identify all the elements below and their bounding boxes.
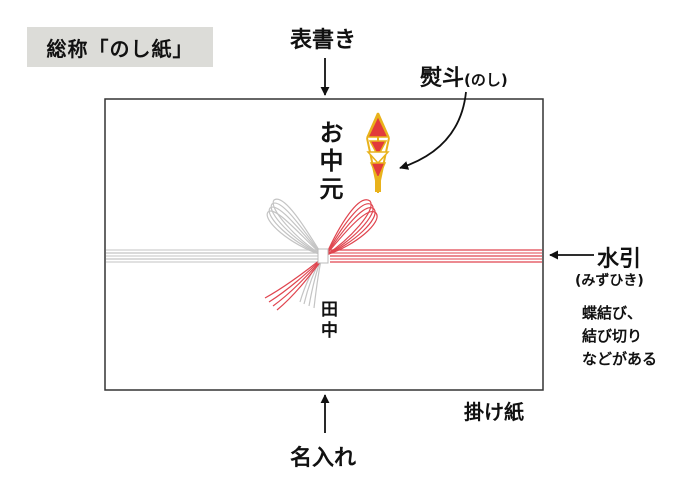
paper-name-text: 田中 bbox=[317, 300, 337, 342]
label-mizuhiki-reading: (みずひき) bbox=[575, 273, 644, 289]
noshi-ornament-icon bbox=[366, 112, 390, 193]
mizuhiki-note-line: 蝶結び、 bbox=[582, 304, 643, 322]
diagram-title: 総称「のし紙」 bbox=[27, 27, 213, 67]
label-noshi: 熨斗 bbox=[420, 66, 465, 91]
label-noshi-reading: (のし) bbox=[464, 71, 508, 89]
mizuhiki-band-red bbox=[330, 249, 542, 263]
mizuhiki-band-white bbox=[106, 249, 320, 263]
label-noshi-group: 熨斗(のし) bbox=[420, 60, 508, 92]
label-omotegaki: 表書き bbox=[290, 28, 357, 53]
label-kakegami: 掛け紙 bbox=[464, 400, 524, 424]
mizuhiki-note-line: などがある bbox=[582, 350, 658, 368]
mizuhiki-bow-icon bbox=[264, 198, 378, 311]
kakegami-paper bbox=[104, 98, 544, 391]
mizuhiki-note-line: 結び切り bbox=[582, 327, 643, 345]
curved-arrow-icon bbox=[399, 91, 467, 170]
label-mizuhiki: 水引 bbox=[597, 247, 642, 272]
mizuhiki-note: 蝶結び、 結び切り などがある bbox=[582, 302, 657, 371]
label-naire: 名入れ bbox=[290, 446, 357, 471]
paper-omotegaki-text: お中元 bbox=[315, 120, 344, 204]
